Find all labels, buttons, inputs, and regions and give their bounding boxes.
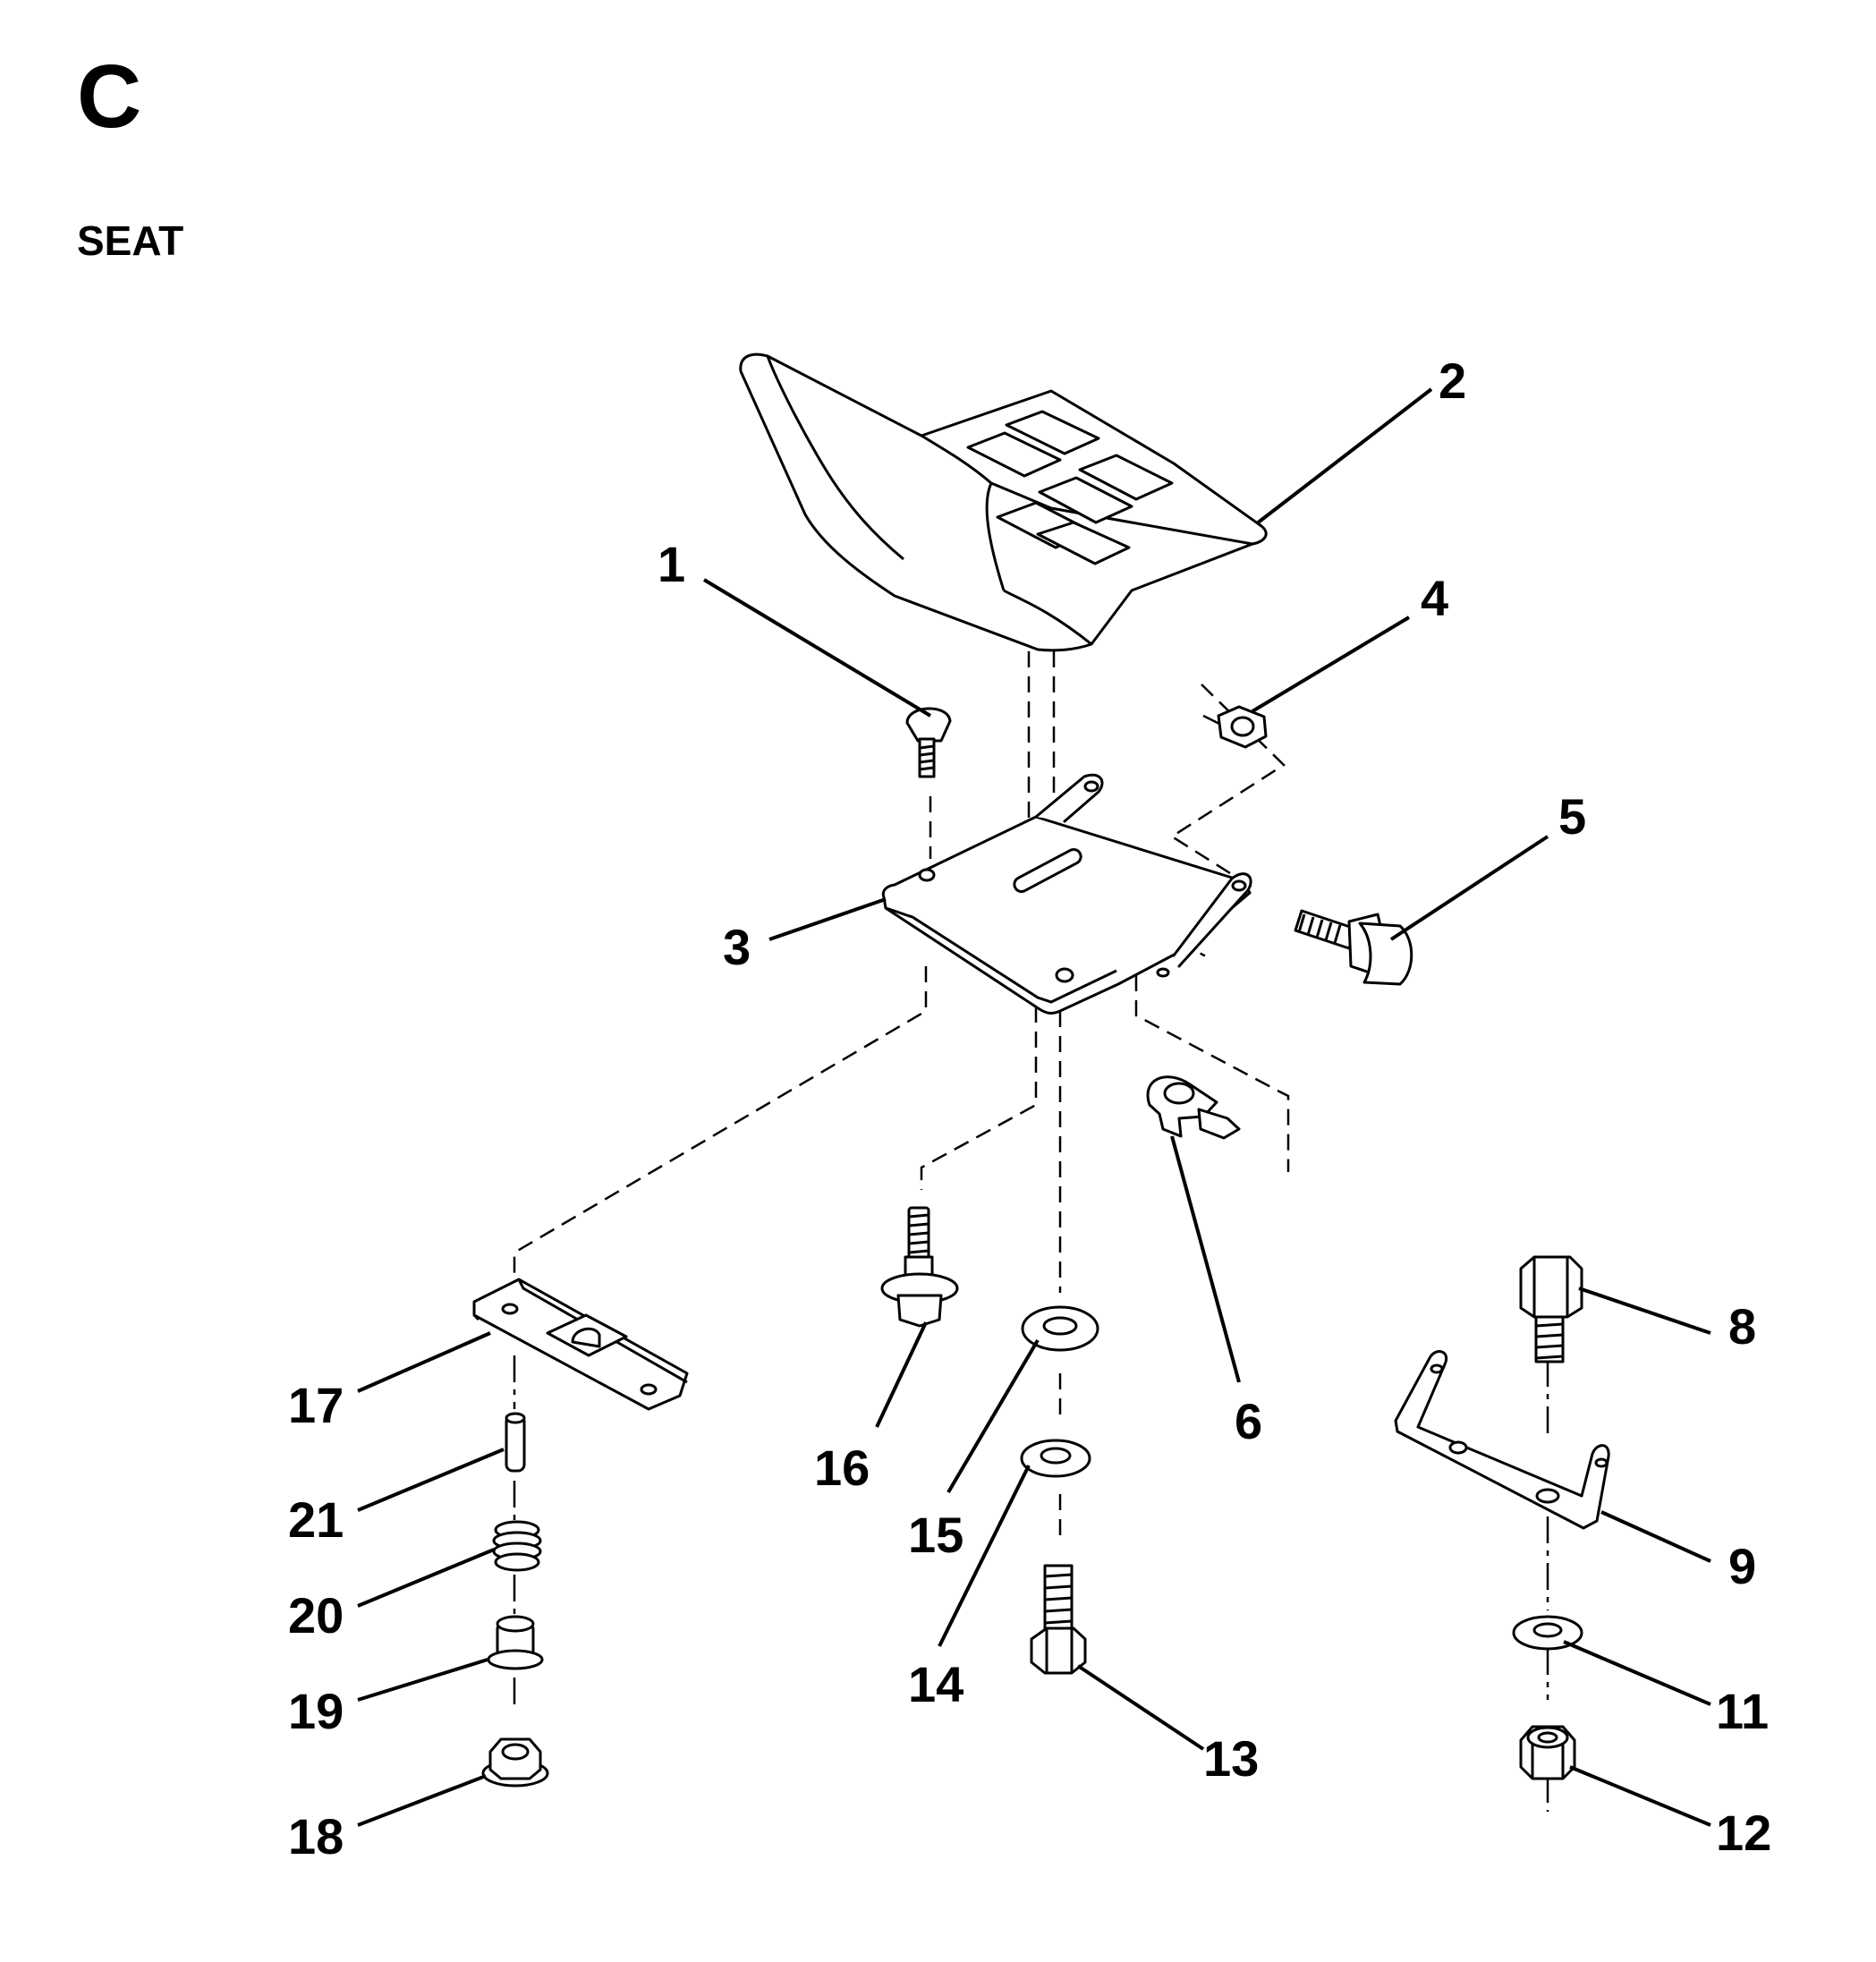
callout-17: 17 bbox=[288, 1377, 344, 1433]
callout-19: 19 bbox=[288, 1683, 344, 1739]
callout-20: 20 bbox=[288, 1587, 344, 1643]
callout-3: 3 bbox=[723, 919, 751, 975]
callout-15: 15 bbox=[908, 1507, 963, 1563]
lock-washer-part bbox=[1020, 1439, 1091, 1478]
spring-part bbox=[492, 1520, 542, 1572]
seat-pad-pattern bbox=[966, 410, 1174, 565]
leader-lines bbox=[357, 387, 1711, 1827]
callout-2: 2 bbox=[1439, 352, 1466, 409]
callout-5: 5 bbox=[1558, 788, 1586, 845]
hex-cap-screw-part bbox=[1030, 1564, 1087, 1675]
section-title: SEAT bbox=[77, 217, 184, 264]
lock-nut-part bbox=[1519, 1725, 1576, 1780]
seat-part bbox=[739, 352, 1268, 652]
section-letter: C bbox=[77, 47, 142, 147]
carriage-bolt-part bbox=[905, 707, 952, 778]
flange-nut-part bbox=[481, 1737, 549, 1788]
callout-12: 12 bbox=[1716, 1805, 1771, 1861]
callout-13: 13 bbox=[1203, 1730, 1259, 1787]
shoulder-bolt-part bbox=[880, 1206, 959, 1328]
callout-11: 11 bbox=[1716, 1683, 1769, 1739]
latch-plate-part bbox=[472, 1278, 689, 1411]
callout-18: 18 bbox=[288, 1808, 344, 1864]
callout-16: 16 bbox=[814, 1440, 870, 1496]
callout-8: 8 bbox=[1728, 1298, 1756, 1355]
bracket-part bbox=[1394, 1350, 1610, 1530]
seat-pan-part bbox=[881, 773, 1252, 1015]
callout-21: 21 bbox=[288, 1491, 344, 1548]
callout-6: 6 bbox=[1235, 1393, 1262, 1449]
hex-nut-part bbox=[1217, 705, 1268, 749]
callout-numbers: 1 2 3 4 5 6 8 9 11 12 13 14 15 16 17 18 … bbox=[288, 352, 1771, 1864]
callout-14: 14 bbox=[908, 1656, 963, 1712]
hex-bolt-part bbox=[1294, 909, 1413, 986]
pin-part bbox=[505, 1412, 526, 1473]
callout-4: 4 bbox=[1421, 570, 1448, 626]
seat-switch-part bbox=[1146, 1075, 1241, 1140]
hex-bolt-8-part bbox=[1519, 1255, 1583, 1363]
spacer-part bbox=[487, 1615, 544, 1670]
flat-washer-part bbox=[1021, 1305, 1099, 1352]
callout-1: 1 bbox=[658, 536, 685, 592]
callout-9: 9 bbox=[1728, 1538, 1756, 1594]
